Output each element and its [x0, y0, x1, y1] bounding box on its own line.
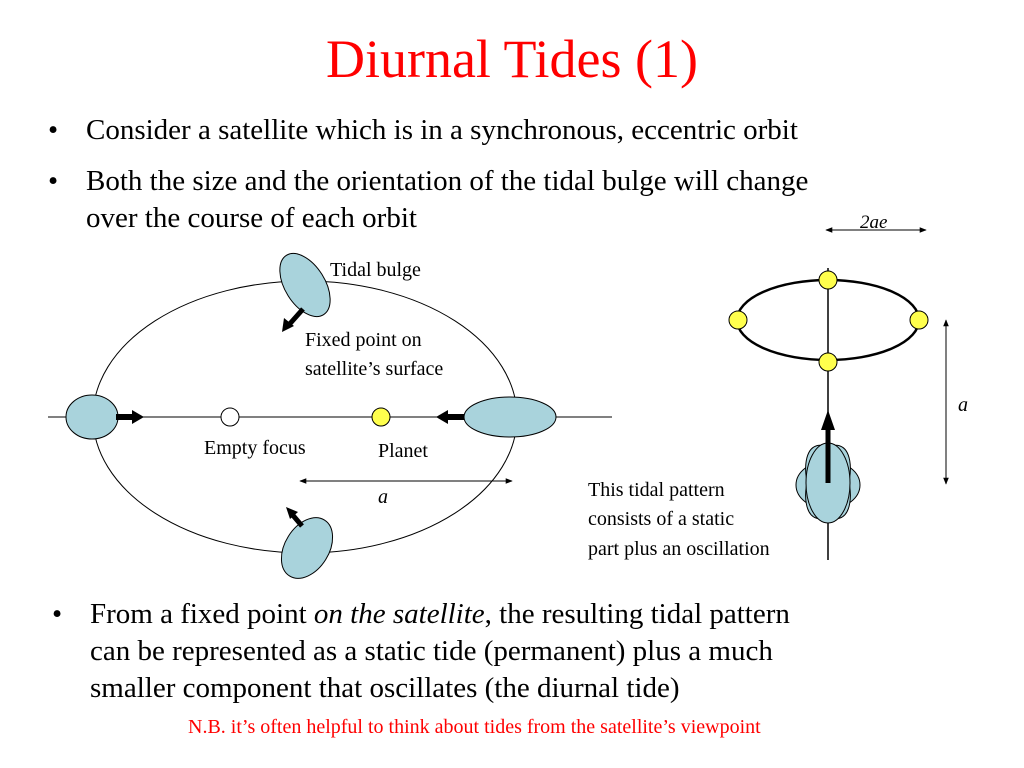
- bullet-3-line-2: can be represented as a static tide (per…: [90, 635, 773, 667]
- nb-note: N.B. it’s often helpful to think about t…: [188, 716, 761, 738]
- tidal-bulge-top: [279, 252, 331, 318]
- empty-focus-marker: [220, 407, 240, 427]
- bullet-marker: •: [48, 165, 59, 197]
- bullet-3-text: From a fixed point on the satellite, the…: [90, 596, 790, 707]
- fixed-point-arrowhead-bottom: [286, 507, 298, 519]
- tidal-bulge-right: [463, 396, 557, 438]
- tidal-bulge-label: Tidal bulge: [330, 259, 421, 281]
- caption-line-1: This tidal pattern: [588, 479, 725, 501]
- planet-marker: [371, 407, 391, 427]
- tidal-bulge-left: [65, 394, 119, 440]
- bullet-3-line-1: From a fixed point on the satellite, the…: [90, 596, 790, 633]
- bullet-marker: •: [48, 114, 59, 146]
- bullet-3-line-3: smaller component that oscillates (the d…: [90, 672, 680, 704]
- bullet-3-italic: on the satellite: [313, 598, 485, 630]
- bullet-2-text: Both the size and the orientation of the…: [86, 163, 808, 237]
- two-ae-label: 2ae: [860, 212, 888, 233]
- position-marker-right: [909, 310, 929, 330]
- planet-label: Planet: [378, 440, 428, 462]
- caption-line-3: part plus an oscillation: [588, 538, 770, 560]
- fixed-point-arrowhead-right: [436, 410, 448, 424]
- bullet-3-suffix: , the resulting tidal pattern: [484, 598, 790, 630]
- fixed-point-arrowhead-left: [132, 410, 144, 424]
- a-vertical-label: a: [958, 394, 968, 416]
- bullet-1-text: Consider a satellite which is in a synch…: [86, 114, 798, 146]
- slide-title: Diurnal Tides (1): [325, 29, 698, 89]
- bullet-3-prefix: From a fixed point: [90, 598, 314, 630]
- fixed-point-label-line-2: satellite’s surface: [305, 358, 444, 380]
- position-marker-bottom: [818, 352, 838, 372]
- fixed-point-arrow-left: [116, 414, 132, 420]
- bullet-2-line-2: over the course of each orbit: [86, 202, 417, 234]
- position-marker-left: [728, 310, 748, 330]
- fixed-point-arrowhead-right-diagram: [821, 410, 835, 430]
- tidal-bulge-bottom: [280, 517, 334, 579]
- semi-major-axis-label: a: [378, 486, 388, 508]
- fixed-point-label-line-1: Fixed point on: [305, 329, 422, 351]
- position-marker-top: [818, 270, 838, 290]
- fixed-point-arrow-right: [448, 414, 464, 420]
- bullet-2-line-1: Both the size and the orientation of the…: [86, 165, 809, 197]
- fixed-point-arrowhead-top: [282, 318, 294, 332]
- empty-focus-label: Empty focus: [204, 437, 306, 459]
- bullet-marker: •: [52, 598, 63, 630]
- caption-line-2: consists of a static: [588, 508, 735, 530]
